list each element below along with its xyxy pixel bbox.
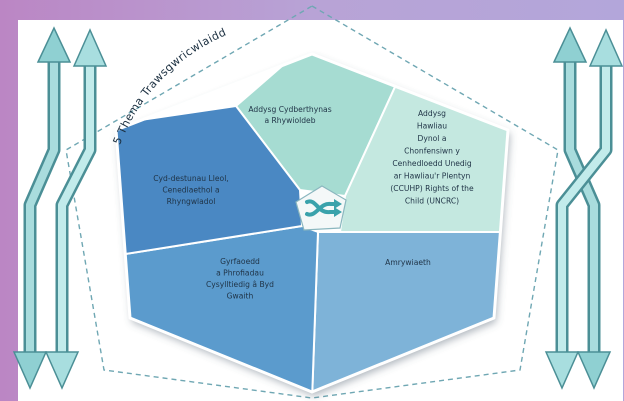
segment-label-line: a Rhywioldeb — [264, 116, 315, 125]
segment-label-left: Cyd-destunau Lleol, Cenedlaethol a Rhyngwl… — [153, 174, 228, 206]
segment-label-line: Cenedlaethol a — [162, 186, 219, 195]
segment-label-line: Addysg — [418, 109, 446, 118]
segment-label-line: a Phrofiadau — [216, 269, 264, 278]
right-arrow-pair — [544, 26, 624, 390]
segment-label-line: Cysylltiedig â Byd — [206, 280, 274, 289]
segment-label-line: ar Hawliau'r Plentyn — [394, 172, 471, 181]
segment-label-line: Addysg Cydberthynas — [248, 105, 331, 114]
segment-label-line: Hawliau — [417, 122, 447, 131]
segment-label-bottom-right: Amrywiaeth — [385, 258, 431, 267]
segment-label-line: Gyrfaoedd — [220, 257, 260, 266]
segment-label-top: Addysg Cydberthynas a Rhywioldeb — [248, 105, 331, 125]
segment-label-line: Gwaith — [227, 292, 254, 301]
segment-label-line: Amrywiaeth — [385, 258, 431, 267]
segment-label-line: Cyd-destunau Lleol, — [153, 174, 228, 183]
segment-label-line: Dynol a — [418, 134, 447, 143]
segment-label-line: (CCUHP) Rights of the — [390, 184, 474, 193]
segment-label-line: Chonfensiwn y — [404, 147, 460, 156]
center-icon — [295, 185, 347, 231]
segment-label-line: Cenhedloedd Unedig — [392, 159, 472, 168]
segment-label-line: Rhyngwladol — [167, 197, 216, 206]
left-arrow-pair — [12, 26, 108, 390]
segment-label-line: Child (UNCRC) — [405, 197, 459, 206]
